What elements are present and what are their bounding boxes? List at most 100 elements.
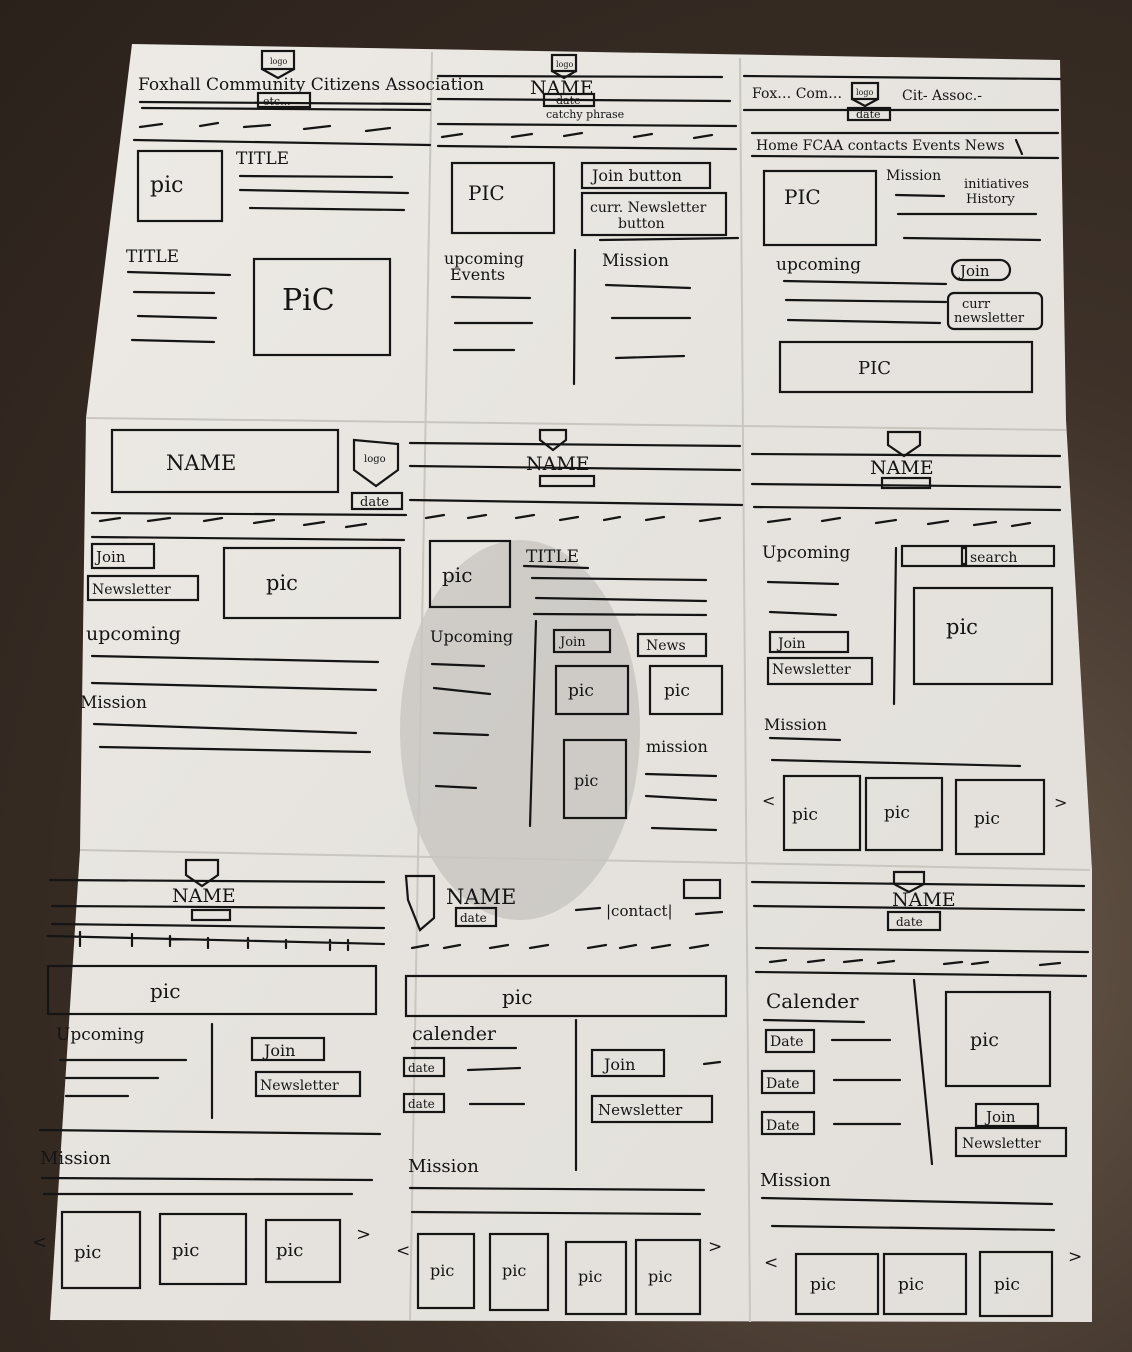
carousel-item-3[interactable] <box>264 1218 342 1284</box>
date-box <box>886 910 942 932</box>
calendar-heading: calender <box>412 1023 497 1045</box>
pic-box-d <box>562 738 628 820</box>
mission-heading: Mission <box>408 1156 479 1177</box>
site-name: NAME <box>166 451 236 475</box>
date-box-1 <box>764 1028 816 1054</box>
join-button[interactable] <box>580 161 712 190</box>
pic-banner <box>404 974 728 1018</box>
join-button[interactable] <box>90 542 156 570</box>
search-field[interactable] <box>900 544 1056 568</box>
date-label-1: Date <box>770 1034 803 1050</box>
newsletter-label-1: curr <box>962 297 991 312</box>
newsletter-label: Newsletter <box>772 662 851 678</box>
fold-lines <box>79 51 1091 1323</box>
pic-box-b <box>778 340 1034 394</box>
newsletter-button[interactable] <box>954 1126 1068 1158</box>
carousel-next[interactable]: > <box>356 1224 371 1245</box>
date-label-2: Date <box>766 1076 799 1092</box>
news-label: News <box>646 638 686 654</box>
carousel-prev[interactable]: < <box>32 1232 47 1253</box>
mission-heading: Mission <box>886 168 941 184</box>
carousel-prev[interactable]: < <box>396 1241 410 1261</box>
carousel-item-1[interactable] <box>794 1252 880 1316</box>
pic-box-b <box>252 257 392 357</box>
carousel-label-4: pic <box>648 1267 672 1286</box>
carousel-next[interactable]: > <box>1068 1247 1082 1267</box>
carousel-item-2[interactable] <box>488 1232 550 1312</box>
pic-label-c: pic <box>664 681 690 701</box>
pic-box-c <box>648 664 724 716</box>
carousel-label-1: pic <box>792 805 818 825</box>
site-name: NAME <box>892 889 956 911</box>
carousel-item-3[interactable] <box>978 1250 1054 1318</box>
date-box <box>542 92 596 108</box>
join-label: Join <box>558 635 586 650</box>
newsletter-button[interactable] <box>86 574 200 602</box>
upcoming-heading: Upcoming <box>56 1025 144 1045</box>
name-left: Fox… Com… <box>752 86 842 102</box>
newsletter-label: Newsletter <box>598 1101 683 1119</box>
newsletter-button[interactable] <box>946 291 1044 331</box>
initiatives-label: initiatives <box>964 177 1029 192</box>
carousel-label-3: pic <box>994 1275 1020 1295</box>
join-button[interactable] <box>950 258 1012 282</box>
newsletter-button[interactable] <box>254 1070 362 1098</box>
search-icon[interactable] <box>682 878 722 900</box>
join-label: Join <box>984 1108 1016 1126</box>
carousel-label-3: pic <box>276 1240 303 1261</box>
newsletter-button[interactable] <box>766 656 874 686</box>
newsletter-label: Newsletter <box>260 1078 339 1094</box>
carousel-item-2[interactable] <box>158 1212 248 1286</box>
title-b: TITLE <box>126 247 179 267</box>
site-name: NAME <box>530 77 594 99</box>
carousel-next[interactable]: > <box>708 1237 722 1257</box>
pic-box <box>762 169 878 247</box>
pic-label-b: PiC <box>282 283 335 318</box>
carousel-item-3[interactable] <box>954 778 1046 856</box>
join-button[interactable] <box>590 1048 666 1078</box>
newsletter-label: Newsletter <box>92 582 171 598</box>
carousel-item-2[interactable] <box>864 776 944 852</box>
join-button[interactable] <box>250 1036 326 1062</box>
site-name: NAME <box>172 885 236 907</box>
join-button-label: Join button <box>590 166 682 185</box>
shadow-area <box>400 540 640 920</box>
carousel-item-3[interactable] <box>564 1240 628 1316</box>
org-name: Foxhall Community Citizens Association <box>138 75 484 95</box>
newsletter-button[interactable] <box>590 1094 714 1124</box>
search-icon <box>960 546 968 566</box>
carousel-label-2: pic <box>884 803 910 823</box>
logo-label: logo <box>270 57 287 66</box>
date-box-2 <box>402 1092 446 1114</box>
carousel-prev[interactable]: < <box>764 1253 778 1273</box>
carousel-item-4[interactable] <box>634 1238 702 1316</box>
carousel-prev[interactable]: < <box>762 791 775 810</box>
carousel-next[interactable]: > <box>1054 793 1067 812</box>
join-label: Join <box>94 548 126 566</box>
panel-5: NAME pic TITLE Upcoming Join News pic pi… <box>408 428 744 832</box>
carousel-item-2[interactable] <box>882 1252 968 1316</box>
join-label: Join <box>602 1055 635 1074</box>
carousel-label-3: pic <box>578 1267 602 1286</box>
title-heading: TITLE <box>526 547 579 567</box>
date-label-2: date <box>408 1097 435 1111</box>
join-button[interactable] <box>768 630 850 654</box>
panel-3: Fox… Com… logo Cit- Assoc.- date Home FC… <box>742 74 1062 394</box>
carousel-item-1[interactable] <box>60 1210 142 1290</box>
name-right: Cit- Assoc.- <box>902 88 982 104</box>
contact-link[interactable]: |contact| <box>606 902 673 920</box>
newsletter-label-1: curr. Newsletter <box>590 200 707 216</box>
join-button[interactable] <box>974 1102 1040 1128</box>
join-label: Join <box>958 262 990 280</box>
logo-icon <box>260 49 296 71</box>
news-button[interactable] <box>636 632 708 658</box>
pic-label-b: PIC <box>858 358 891 379</box>
join-button[interactable] <box>552 628 612 654</box>
nav-menu[interactable]: Home FCAA contacts Events News <box>756 138 1005 154</box>
join-label: Join <box>776 636 806 652</box>
carousel-item-1[interactable] <box>416 1232 476 1310</box>
carousel-item-1[interactable] <box>782 774 862 852</box>
newsletter-button[interactable] <box>580 191 728 237</box>
